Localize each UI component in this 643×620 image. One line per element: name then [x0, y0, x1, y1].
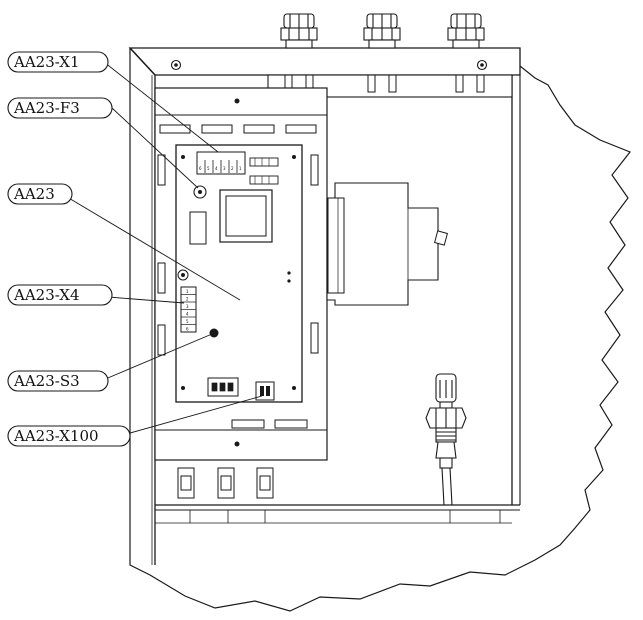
fuse-holders: [177, 467, 274, 499]
pcb-aa23: [175, 144, 303, 403]
housing-torn-edge: [129, 48, 631, 612]
cable-gland-1: [280, 13, 318, 49]
cable-gland-3: [447, 13, 485, 49]
x4-pin: 6: [186, 327, 189, 332]
din-bracket: [326, 182, 439, 306]
x4-pin: 5: [186, 319, 189, 324]
frame-screw-right: [476, 59, 488, 71]
callout-aa23-x100: AA23-X100: [7, 425, 131, 447]
callout-aa23-x4: AA23-X4: [7, 284, 113, 306]
leader-lines: [61, 61, 263, 436]
callout-aa23-x1: AA23-X1: [7, 51, 109, 73]
x1-pin: 5: [207, 166, 210, 171]
x1-pin: 3: [223, 166, 226, 171]
svg-text:AA23-X4: AA23-X4: [13, 286, 80, 304]
svg-text:AA23-X1: AA23-X1: [13, 53, 80, 71]
svg-text:AA23-X100: AA23-X100: [13, 427, 99, 445]
frame-screw-left: [170, 59, 182, 71]
svg-text:AA23-S3: AA23-S3: [13, 372, 80, 390]
x1-pin: 6: [199, 166, 202, 171]
plate-screw-bottom: [234, 441, 240, 447]
relay-label-1: [249, 157, 279, 167]
x4-pin: 1: [186, 289, 189, 294]
capacitor: [189, 211, 207, 245]
x4-pin: 2: [186, 297, 189, 302]
x1-pin: 1: [239, 166, 242, 171]
x4-pin: 4: [186, 312, 189, 317]
cable-gland-2: [363, 13, 401, 49]
frame-diagonal: [129, 47, 156, 76]
plate-screw-top: [234, 98, 240, 104]
top-frame: [128, 47, 521, 76]
pressure-sensor: [425, 373, 467, 506]
callout-aa23: AA23: [7, 183, 73, 205]
plate-slots: [157, 124, 319, 429]
x4-pin: 3: [186, 304, 189, 309]
x1-pin: 2: [231, 166, 234, 171]
x1-pin: 4: [215, 166, 218, 171]
relay-label-2: [249, 175, 279, 185]
callout-aa23-s3: AA23-S3: [7, 370, 109, 392]
svg-text:AA23-F3: AA23-F3: [13, 99, 80, 117]
top-bracket-strip: [267, 74, 513, 98]
button-s3: [209, 328, 219, 338]
callout-aa23-f3: AA23-F3: [7, 97, 113, 119]
svg-text:AA23: AA23: [13, 185, 55, 203]
